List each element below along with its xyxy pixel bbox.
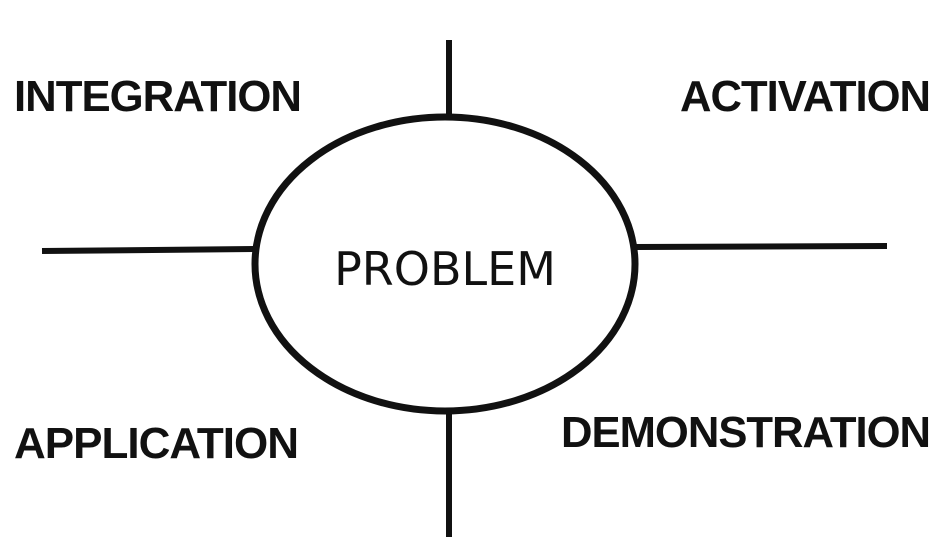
label-integration: INTEGRATION [14,72,301,121]
label-activation: ACTIVATION [680,72,930,121]
label-application: APPLICATION [14,419,298,468]
problem-ellipse [251,113,639,415]
center-label: PROBLEM [334,242,556,296]
label-demonstration: DEMONSTRATION [561,408,930,457]
axis-line-left [41,246,255,254]
axis-line-right [635,243,888,250]
